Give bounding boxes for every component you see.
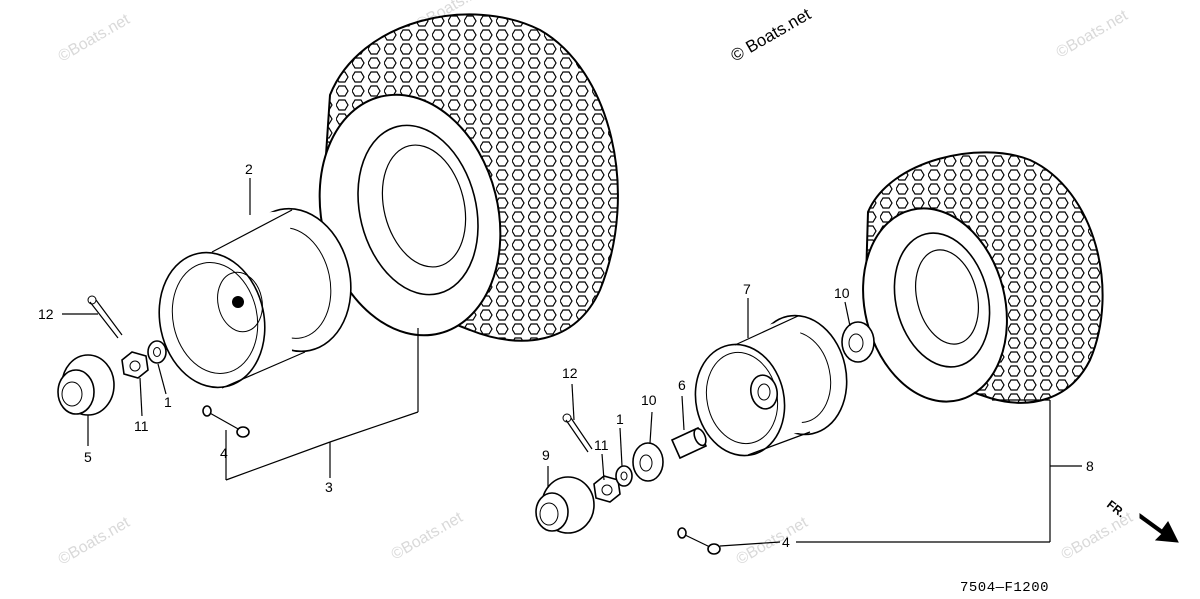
callout-left-5: 5 [84,449,92,465]
left-valve-stem [202,405,250,438]
left-hub-cap [57,354,115,416]
callout-left-1: 1 [164,394,172,410]
right-wheel-rim [694,314,848,457]
watermark-top-left: ©Boats.net [56,11,134,66]
right-spacer [670,426,708,460]
right-bearing-lower [632,442,664,482]
watermark-bottom-right: ©Boats.net [1059,509,1137,564]
watermark-bottom-left: ©Boats.net [56,514,134,569]
right-castle-nut [593,475,621,503]
left-wheel-rim [158,207,352,389]
callout-right-7: 7 [743,281,751,297]
drawing-code: 7504—F1200 [960,580,1049,596]
callout-left-4: 4 [220,445,228,461]
right-washer [615,465,633,487]
callout-left-3: 3 [325,479,333,495]
callout-right-11: 11 [594,437,609,453]
callout-right-8: 8 [1086,458,1094,474]
right-tire [862,151,1104,404]
callout-right-10-upper: 10 [834,285,850,301]
callout-right-6: 6 [678,377,686,393]
left-washer [147,340,167,364]
right-leaders [547,298,1082,547]
watermark-main: © Boats.net [728,4,815,65]
callout-right-12: 12 [562,365,578,381]
callout-right-9: 9 [542,447,550,463]
left-cotter-pin [87,295,123,339]
callout-right-4: 4 [782,534,790,550]
watermark-bottom-center: ©Boats.net [389,509,467,564]
right-bearing-upper [841,321,875,363]
callout-left-11: 11 [134,418,149,434]
watermark-bottom-mid: ©Boats.net [734,514,812,569]
right-valve-stem [677,527,721,555]
watermark-top-right: ©Boats.net [1054,7,1132,62]
left-leaders [62,178,419,481]
left-castle-nut [121,351,149,379]
callout-right-10-lower: 10 [641,392,657,408]
callout-right-1: 1 [616,411,624,427]
callout-left-2: 2 [245,161,253,177]
right-cotter-pin [562,413,593,453]
right-hub-cap [535,476,595,534]
left-tire [318,13,619,342]
callout-left-12: 12 [38,306,54,322]
